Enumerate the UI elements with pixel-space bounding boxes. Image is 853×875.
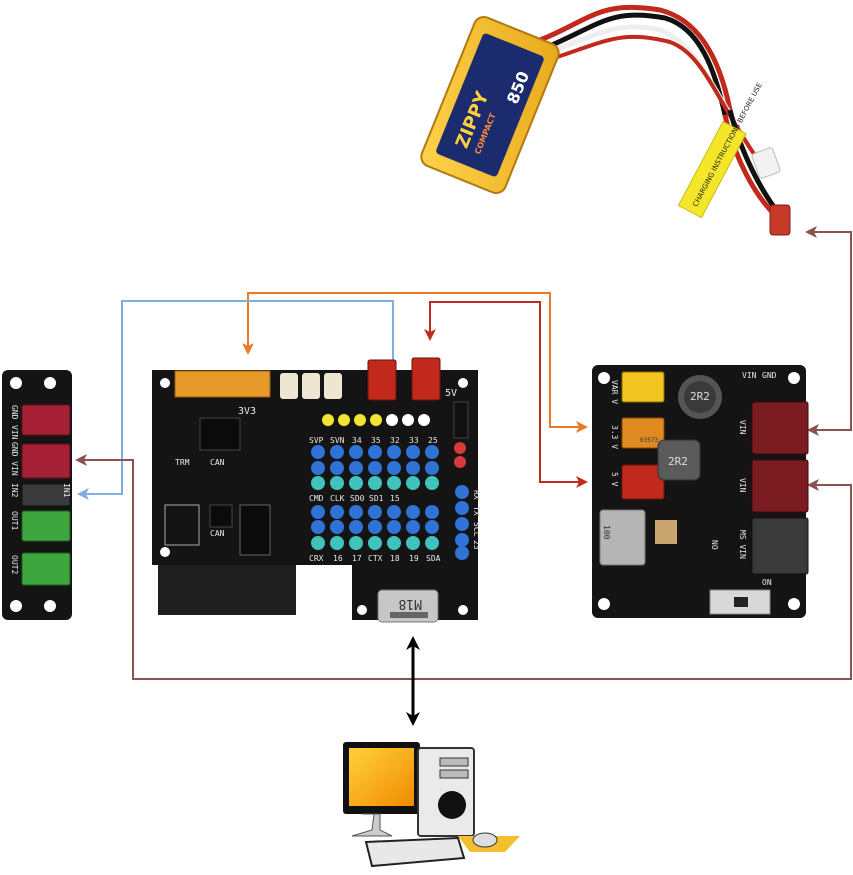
pin-label-crx: CRX [309,554,324,563]
red-connection [424,301,588,488]
power-label-vin-1: VIN [738,420,747,435]
pin-label-16: 16 [333,554,343,563]
output-label-gnd-vin: GND VIN [10,442,19,476]
pin-label-sd1: SD1 [369,494,384,503]
pin-label-tx: TX [472,506,481,516]
desktop-computer-icon [343,742,520,868]
pin-label-rx: RX [472,490,481,500]
pin-label-cmd: CMD [309,494,324,503]
output-label-in1: IN1 [62,483,71,498]
pin-label-25: 25 [428,436,438,445]
board-label-can: CAN [210,458,225,467]
power-board: VAR V 3.3 V 5 V VIN GND VIN VIN MS VIN N… [592,365,809,618]
pin-label-sd0: SD0 [350,494,365,503]
pin-label-clk: CLK [330,494,345,503]
pin-label-32: 32 [390,436,400,445]
usb-label: M18 [399,596,422,611]
pin-label-17: 17 [352,554,362,563]
output-label-gnd: GND [10,405,19,420]
power-label-ms-vin: MS VIN [738,530,747,559]
pin-label-23: 23 [472,540,481,550]
inductor-2-label: 2R2 [668,455,688,468]
pin-label-35: 35 [371,436,381,445]
lipo-battery: CHARGING INSTRUCTIONS BEFORE USE ZIPPY C… [420,4,791,236]
pin-label-ctx: CTX [368,554,383,563]
board-label-5v: 5V [445,388,457,399]
pin-label-18: 18 [390,554,400,563]
output-label-in2: IN2 [10,483,19,498]
connector-id: 63573 [640,437,658,444]
output-module: GND VIN GND VIN IN2 IN1 OUT1 OUT2 [2,370,72,620]
pin-label-34: 34 [352,436,362,445]
board-label-trm: TRM [175,458,190,467]
power-label-var-v: VAR V [610,380,619,404]
pin-label-33: 33 [409,436,419,445]
cap-label: 100 [602,525,611,540]
power-label-vin-2: VIN [738,478,747,493]
brown-connection [75,226,852,680]
output-label-vin: VIN [10,425,19,440]
pin-label-15: 15 [390,494,400,503]
power-label-vin: VIN [742,371,757,380]
power-label-on: ON [762,578,772,587]
power-label-5v: 5 V [610,472,619,487]
pin-label-sda: SDA [426,554,441,563]
pin-label-scl: SCL [472,522,481,537]
controller-board: 3V3 5V TRM CAN CAN SVP SVN 34 35 32 33 2… [152,357,481,623]
inductor-1-label: 2R2 [690,390,710,403]
board-label-3v3: 3V3 [238,406,256,417]
output-label-out2: OUT2 [10,555,19,574]
pin-label-svp: SVP [309,436,324,445]
orange-connection [242,292,588,433]
pin-label-svn: SVN [330,436,345,445]
power-label-gnd: GND [762,371,777,380]
pin-label-19: 19 [409,554,419,563]
power-label-3v3: 3.3 V [610,425,619,449]
power-label-no: NO [710,540,719,550]
board-label-can-2: CAN [210,529,225,538]
output-label-out1: OUT1 [10,511,19,530]
